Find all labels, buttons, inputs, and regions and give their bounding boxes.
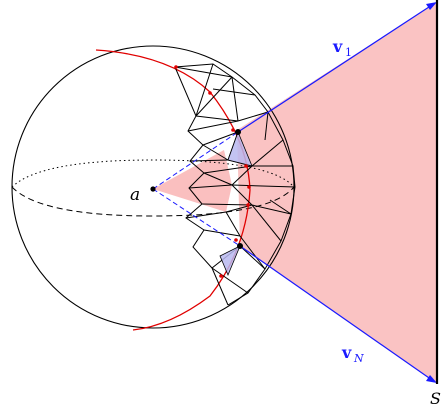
- equator-front: [11, 186, 295, 217]
- vertex-lower: [237, 243, 243, 249]
- center-wedge: [153, 150, 232, 212]
- blue-face-upper: [227, 130, 253, 167]
- ray-vN: [239, 245, 433, 381]
- dashed-ray-lower: [152, 188, 241, 247]
- blue-face-lower: [219, 245, 241, 277]
- ray-v1-arrowhead: [426, 2, 437, 10]
- mesh-patch: [174, 63, 296, 306]
- vertex-upper: [235, 129, 241, 135]
- ray-vN-arrowhead: [426, 375, 437, 383]
- center-point: [150, 186, 156, 192]
- ray-v1: [237, 4, 433, 133]
- dashed-ray-upper: [152, 131, 239, 190]
- red-meridian: [95, 49, 251, 331]
- label-v1: v 1: [332, 37, 352, 59]
- projection-cone: [237, 2, 437, 383]
- label-a: a: [130, 185, 140, 205]
- label-S: S: [430, 389, 441, 406]
- red-points: [174, 65, 251, 278]
- label-vN: v N: [341, 343, 364, 365]
